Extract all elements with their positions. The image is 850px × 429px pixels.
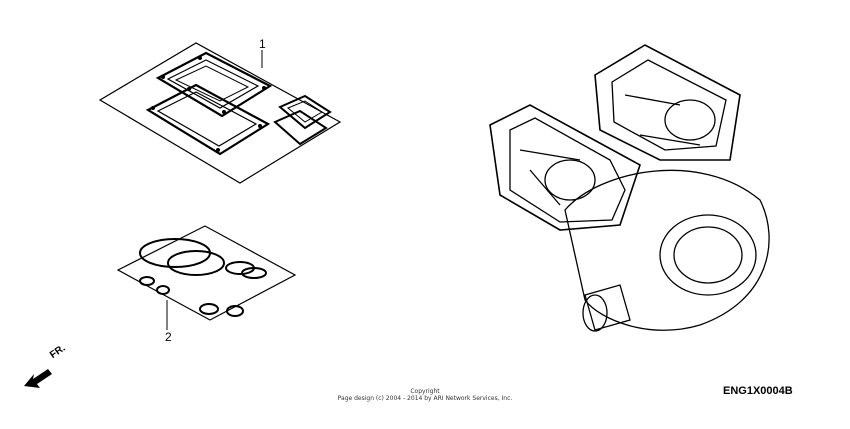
copyright-line-2: Page design (c) 2004 - 2014 by ARI Netwo… <box>337 395 513 402</box>
engine-illustration <box>489 44 770 332</box>
gasket-kit-a[interactable] <box>98 42 342 184</box>
diagram-code: ENG1X0004B <box>723 385 793 397</box>
gasket-kit-b[interactable] <box>116 225 297 330</box>
callout-part-2[interactable]: 2 <box>165 330 172 344</box>
copyright-line-1: Copyright <box>410 388 440 395</box>
copyright-notice: Copyright Page design (c) 2004 - 2014 by… <box>330 388 520 402</box>
gasket-sheet-a <box>98 42 342 184</box>
front-arrow-icon <box>24 369 52 388</box>
gasket-sheet-b <box>116 225 297 321</box>
callout-part-1[interactable]: 1 <box>259 37 266 51</box>
